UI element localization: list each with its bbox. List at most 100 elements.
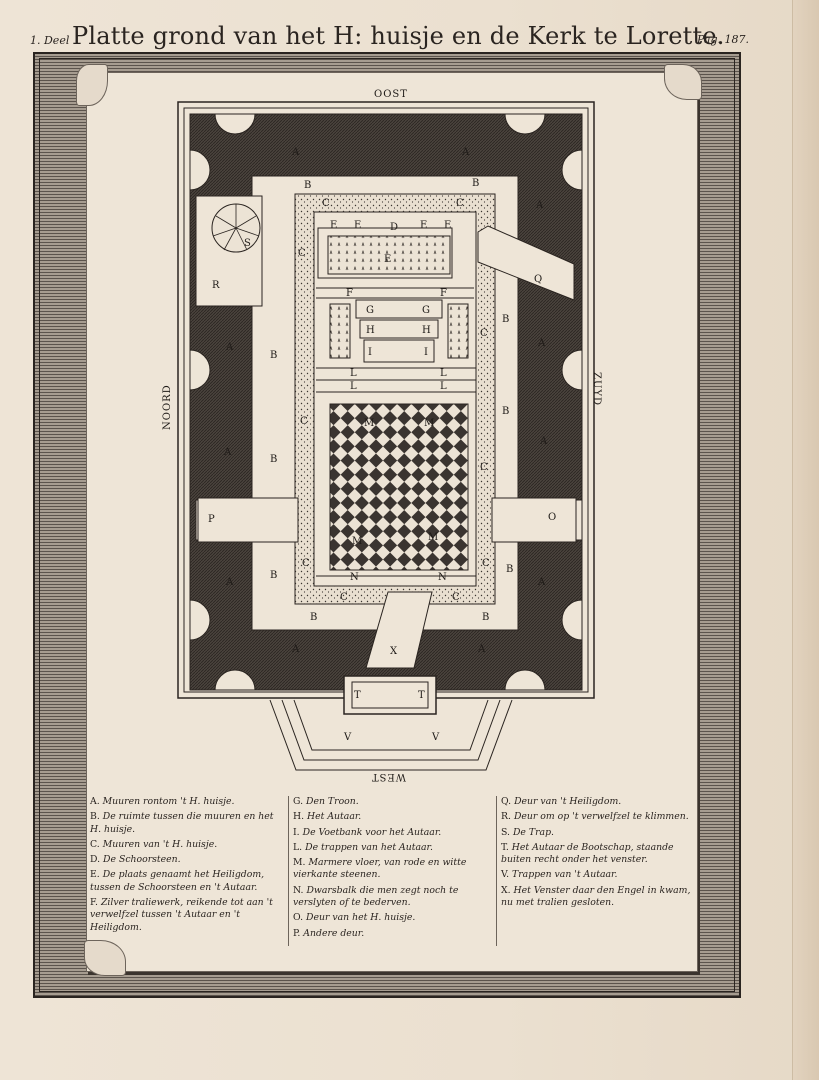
letter-b: B xyxy=(502,314,509,325)
legend-item: R. Deur om op 't verwelfzel te klimmen. xyxy=(501,811,689,823)
legend-item: P. Andere deur. xyxy=(293,927,365,939)
legend-item: X. Het Venster daar den Engel in kwam, n… xyxy=(501,884,691,909)
letter-m: M xyxy=(424,418,434,429)
legend-column-1: A. Muuren rontom 't H. huisje. B. De rui… xyxy=(90,796,286,937)
letter-t: T xyxy=(418,690,425,701)
legend-item: M. Marmere vloer, van rode en witte vier… xyxy=(293,857,467,881)
label-west: WEST xyxy=(371,771,406,782)
altar-steps-outside xyxy=(269,699,513,771)
letter-b: B xyxy=(482,612,489,623)
letter-c: C xyxy=(482,558,490,569)
letter-q: Q xyxy=(534,274,542,285)
legend-item: I. De Voetbank voor het Autaar. xyxy=(293,826,442,838)
letter-c: C xyxy=(456,198,464,209)
legend-item: F. Zilver traliewerk, reikende tot aan '… xyxy=(90,897,273,933)
legend-column-3: Q. Deur van 't Heiligdom. R. Deur om op … xyxy=(496,796,705,946)
letter-a: A xyxy=(535,200,544,211)
letter-f: F xyxy=(440,288,447,299)
altar xyxy=(359,319,439,339)
letter-a: A xyxy=(461,147,470,158)
letter-s: S xyxy=(244,238,251,249)
letter-b: B xyxy=(270,570,277,581)
letter-i: I xyxy=(368,347,372,358)
label-zuyd: ZUYD xyxy=(591,372,602,406)
page-number: Pag. 187. xyxy=(697,33,749,46)
letter-e: E xyxy=(330,220,337,231)
letter-x: X xyxy=(390,646,398,657)
label-noord: NOORD xyxy=(162,384,173,430)
legend-item: L. De trappen van het Autaar. xyxy=(293,841,433,853)
letter-b: B xyxy=(310,612,317,623)
letter-a: A xyxy=(477,644,486,655)
letter-a: A xyxy=(223,447,232,458)
letter-c: C xyxy=(298,248,306,259)
letter-c: C xyxy=(322,198,330,209)
letter-a: A xyxy=(291,147,300,158)
letter-g: G xyxy=(422,305,430,316)
letter-b: B xyxy=(506,564,513,575)
legend-item: O. Deur van het H. huisje. xyxy=(293,912,416,924)
letter-f: F xyxy=(346,288,353,299)
altar-side-left xyxy=(329,303,351,359)
legend-item: E. De plaats genaamt het Heiligdom, tuss… xyxy=(90,869,265,893)
altar-side-right xyxy=(447,303,469,359)
letter-a: A xyxy=(291,644,300,655)
letter-a: A xyxy=(537,338,546,349)
legend-item: Q. Deur van 't Heiligdom. xyxy=(501,796,622,807)
legend-item: A. Muuren rontom 't H. huisje. xyxy=(90,796,235,807)
letter-g: G xyxy=(366,305,374,316)
letter-i: I xyxy=(424,347,428,358)
letter-b: B xyxy=(270,454,277,465)
legend-item: C. Muuren van 't H. huisje. xyxy=(90,838,218,850)
letter-v: V xyxy=(431,732,440,743)
marble-floor xyxy=(329,403,469,571)
letter-m: M xyxy=(352,536,362,547)
window-passage xyxy=(365,591,433,669)
letter-h: H xyxy=(366,325,375,336)
plate-title: Platte grond van het H: huisje en de Ker… xyxy=(72,22,725,50)
letter-a: A xyxy=(225,577,234,588)
letter-l: L xyxy=(350,368,357,379)
spiral-stair-steps xyxy=(212,204,260,251)
letter-l: L xyxy=(440,368,447,379)
legend-item: S. De Trap. xyxy=(501,826,554,838)
letter-b: B xyxy=(502,406,509,417)
volume-label: 1. Deel xyxy=(30,34,70,47)
letter-d: D xyxy=(390,222,398,233)
letter-p: P xyxy=(208,514,215,525)
letter-l: L xyxy=(350,381,357,392)
letter-v: V xyxy=(343,732,352,743)
letter-e: E xyxy=(354,220,361,231)
legend-item: D. De Schoorsteen. xyxy=(90,854,181,866)
letter-e: E xyxy=(384,254,391,265)
letter-c: C xyxy=(340,592,348,603)
sanctuary-door-passage xyxy=(477,225,575,301)
letter-e: E xyxy=(420,220,427,231)
letter-t: T xyxy=(354,690,361,701)
sanctuary-floor xyxy=(327,235,451,275)
legend-column-2: G. Den Troon. H. Het Autaar. I. De Voetb… xyxy=(288,796,497,946)
letter-b: B xyxy=(304,180,311,191)
letter-c: C xyxy=(452,592,460,603)
paper-edge xyxy=(792,0,819,1080)
letter-l: L xyxy=(440,381,447,392)
holy-house-door-passage xyxy=(491,497,577,543)
legend: A. Muuren rontom 't H. huisje. B. De rui… xyxy=(90,796,696,956)
letter-o: O xyxy=(548,512,556,523)
letter-c: C xyxy=(300,416,308,427)
letter-n: N xyxy=(350,572,359,583)
altar-footstool xyxy=(363,339,435,363)
letter-a: A xyxy=(537,577,546,588)
other-door-passage xyxy=(197,497,299,543)
letter-m: M xyxy=(428,532,438,543)
letter-b: B xyxy=(472,178,479,189)
sheet-curl-bottom-left xyxy=(84,940,126,976)
legend-item: V. Trappen van 't Autaar. xyxy=(501,869,618,881)
frame-inner-line xyxy=(39,58,735,992)
letter-n: N xyxy=(438,572,447,583)
letter-c: C xyxy=(480,328,488,339)
legend-item: H. Het Autaar. xyxy=(293,811,362,823)
letter-c: C xyxy=(302,558,310,569)
sheet-curl-top-right xyxy=(664,64,702,100)
